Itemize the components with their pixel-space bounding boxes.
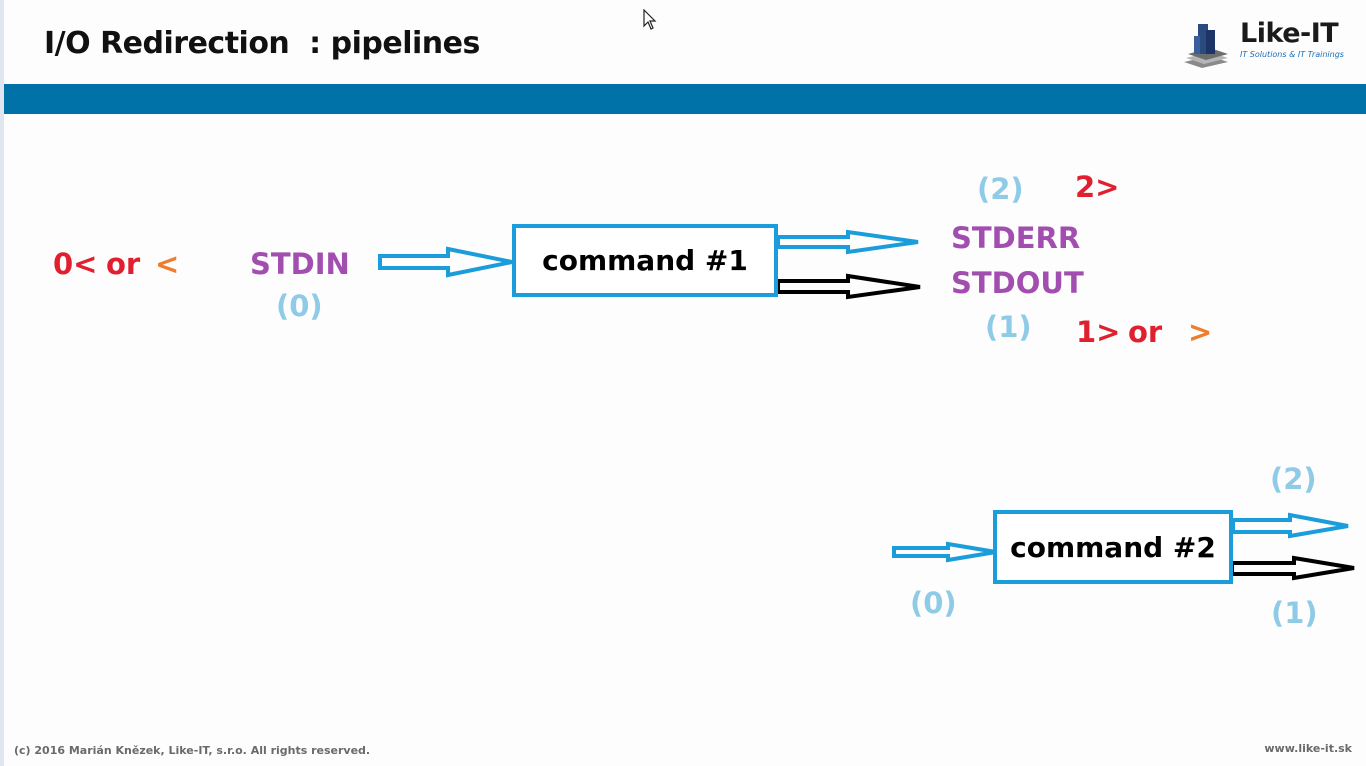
command2-stdin-fd: (0) xyxy=(910,586,957,620)
stdin-label: STDIN xyxy=(250,247,350,281)
command2-box: command #2 xyxy=(993,510,1233,584)
command1-box: command #1 xyxy=(512,224,778,297)
stdout-arrow xyxy=(776,273,921,300)
command2-stdout-fd: (1) xyxy=(1271,596,1318,630)
stderr-label: STDERR xyxy=(951,221,1081,255)
stdout-or: or xyxy=(1128,315,1163,349)
command2-stdin-arrow xyxy=(892,541,997,563)
command1-stderr-fd: (2) xyxy=(977,172,1024,206)
slide-left-border xyxy=(0,0,4,766)
command2-stderr-fd: (2) xyxy=(1270,462,1317,496)
stdout-label: STDOUT xyxy=(951,266,1084,300)
stdout-redir: 1> xyxy=(1076,315,1121,349)
stdin-fd: (0) xyxy=(276,289,323,323)
mouse-pointer-icon xyxy=(643,9,657,30)
footer-copyright: (c) 2016 Marián Knězek, Like-IT, s.r.o. … xyxy=(14,744,371,757)
command2-label: command #2 xyxy=(1010,530,1216,564)
slide-title: I/O Redirection : pipelines xyxy=(44,26,480,61)
stdout-redir-short: > xyxy=(1188,315,1213,349)
logo-tagline: IT Solutions & IT Trainings xyxy=(1240,50,1344,59)
stdin-or: or xyxy=(106,247,141,281)
stdin-redir-short: < xyxy=(155,247,180,281)
stderr-arrow xyxy=(776,229,919,255)
footer-website: www.like-it.sk xyxy=(1264,742,1352,755)
stdin-redir-num: 0< xyxy=(53,247,98,281)
stderr-redir: 2> xyxy=(1075,170,1120,204)
stdin-arrow xyxy=(378,246,513,278)
like-it-logo: Like-IT IT Solutions & IT Trainings xyxy=(1180,16,1360,76)
logo-name: Like-IT xyxy=(1240,18,1339,49)
command1-label: command #1 xyxy=(542,244,748,277)
command1-stdout-fd: (1) xyxy=(985,310,1032,344)
command2-stdout-arrow xyxy=(1230,555,1355,581)
logo-books-icon xyxy=(1184,24,1228,68)
title-banner xyxy=(4,84,1366,114)
command2-stderr-arrow xyxy=(1231,512,1349,539)
